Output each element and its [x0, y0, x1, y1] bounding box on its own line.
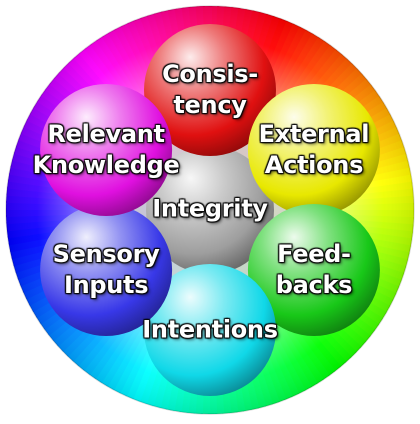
sphere-relevant-knowledge — [40, 84, 173, 216]
sphere-sensory-inputs — [40, 204, 173, 336]
sphere-consistency — [144, 24, 276, 156]
ring-edge — [5, 5, 415, 415]
sphere-integrity — [146, 146, 274, 274]
sphere-intentions — [144, 264, 276, 396]
sphere-feedbacks — [247, 204, 380, 336]
spheres — [40, 24, 380, 396]
sphere-external-actions — [247, 84, 380, 216]
